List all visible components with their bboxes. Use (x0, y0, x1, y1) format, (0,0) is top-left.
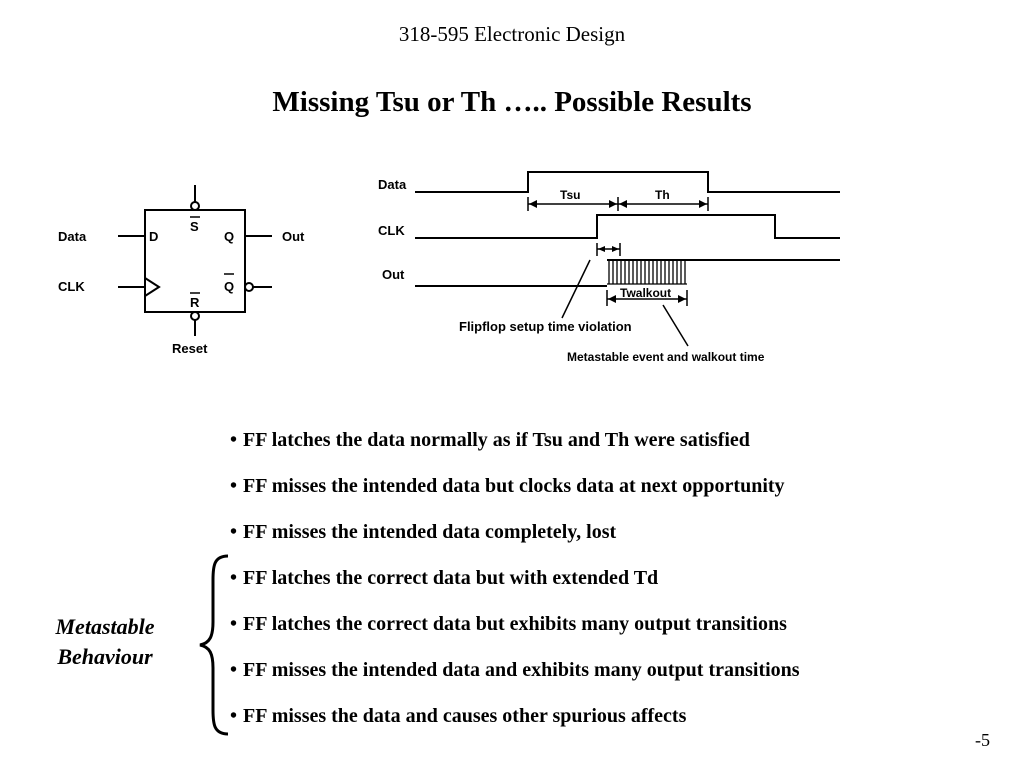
bullet-text: FF misses the data and causes other spur… (243, 705, 687, 727)
course-header: 318-595 Electronic Design (398, 22, 626, 46)
timing-waveforms (415, 171, 840, 287)
list-item: •FF misses the intended data completely,… (230, 521, 617, 543)
ff-pin-r: R (190, 295, 200, 310)
list-item: •FF misses the intended data and exhibit… (230, 659, 800, 681)
timing-out-label: Out (382, 267, 405, 282)
metastable-note: Metastable event and walkout time (567, 350, 765, 364)
list-item: •FF latches the correct data but exhibit… (230, 613, 787, 635)
list-item: •FF latches the data normally as if Tsu … (230, 429, 750, 451)
metastable-region (607, 259, 687, 285)
flipflop-symbol (118, 185, 272, 336)
th-label: Th (655, 188, 670, 202)
ff-reset-label: Reset (172, 341, 208, 356)
metastable-behaviour-label: Metastable Behaviour (40, 612, 170, 672)
list-item: •FF misses the data and causes other spu… (230, 705, 687, 727)
list-item: •FF latches the correct data but with ex… (230, 567, 659, 589)
twalkout-label: Twalkout (620, 286, 671, 300)
ff-pin-qbar: Q (224, 279, 234, 294)
bullet-text: FF latches the data normally as if Tsu a… (243, 429, 750, 451)
ff-data-label: Data (58, 229, 87, 244)
result-bullet-list: •FF latches the data normally as if Tsu … (230, 426, 800, 748)
bullet-text: FF misses the intended data and exhibits… (243, 659, 800, 681)
ff-clk-label: CLK (58, 279, 85, 294)
bullet-text: FF latches the correct data but exhibits… (243, 613, 787, 635)
list-item: •FF misses the intended data but clocks … (230, 475, 785, 497)
bullet-text: FF misses the intended data but clocks d… (243, 475, 785, 497)
bullet-text: FF latches the correct data but with ext… (243, 567, 659, 589)
metastable-brace (199, 554, 229, 736)
tsu-label: Tsu (560, 188, 580, 202)
ff-pin-d: D (149, 229, 158, 244)
ff-pin-s: S (190, 219, 199, 234)
data-waveform (415, 171, 840, 193)
page-number: -5 (975, 730, 990, 750)
ff-out-label: Out (282, 229, 305, 244)
side-label-line1: Metastable (55, 614, 155, 639)
ff-pin-q: Q (224, 229, 234, 244)
side-label-line2: Behaviour (57, 644, 153, 669)
clk-waveform (415, 214, 840, 239)
bullet-text: FF misses the intended data completely, … (243, 521, 617, 543)
timing-clk-label: CLK (378, 223, 405, 238)
timing-dimensions (527, 197, 709, 347)
slide-title: Missing Tsu or Th ….. Possible Results (272, 86, 752, 118)
setup-violation-note: Flipflop setup time violation (459, 319, 632, 334)
timing-data-label: Data (378, 177, 407, 192)
